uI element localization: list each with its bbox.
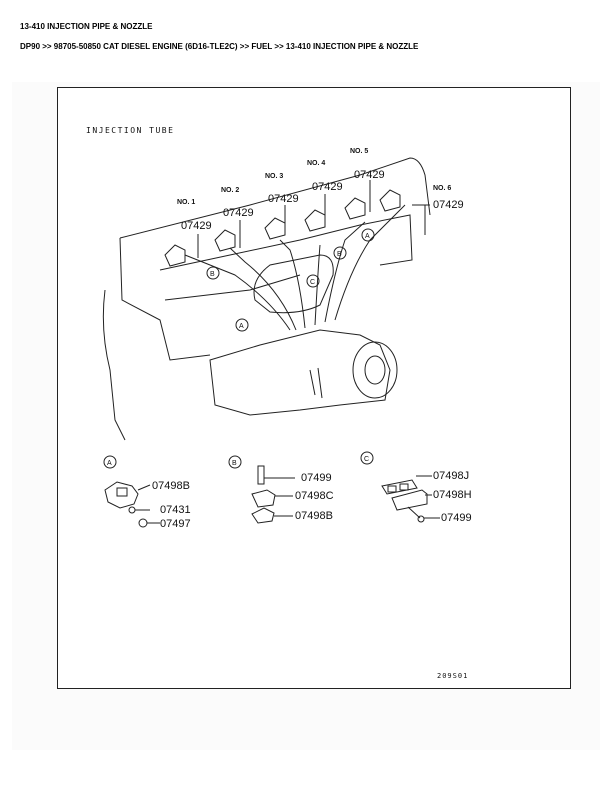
detail-marker-c	[360, 451, 374, 465]
detail-marker-c-label: C	[364, 456, 369, 463]
part-number-07429-5[interactable]: 07429	[354, 169, 385, 181]
callout-b-left-label: B	[210, 271, 215, 278]
detail-marker-a	[103, 455, 117, 469]
nozzle-3	[264, 217, 286, 240]
callout-a-main-label: A	[239, 323, 244, 330]
cylinder-label-5: NO. 5	[350, 148, 368, 155]
nozzle-5	[344, 197, 366, 220]
callout-b-right-label: B	[337, 251, 342, 258]
page-title: 13-410 INJECTION PIPE & NOZZLE	[20, 22, 153, 31]
nozzle-6	[379, 189, 401, 212]
nozzle-1	[164, 244, 186, 267]
part-number-07429-4[interactable]: 07429	[312, 181, 343, 193]
part-number-07431[interactable]: 07431	[160, 504, 191, 516]
callout-a-right-label: A	[365, 233, 370, 240]
part-number-07499-c[interactable]: 07499	[441, 512, 472, 524]
part-number-07429-3[interactable]: 07429	[268, 193, 299, 205]
detail-a-clamp-drawing	[104, 481, 160, 528]
cylinder-label-2: NO. 2	[221, 187, 239, 194]
callout-b-left	[206, 266, 220, 280]
cylinder-label-4: NO. 4	[307, 160, 325, 167]
detail-marker-b-label: B	[232, 460, 237, 467]
detail-c-clamp-drawing	[381, 475, 440, 523]
part-number-07429-1[interactable]: 07429	[181, 220, 212, 232]
part-number-07429-6[interactable]: 07429	[433, 199, 464, 211]
cylinder-label-6: NO. 6	[433, 185, 451, 192]
part-number-07498H[interactable]: 07498H	[433, 489, 472, 501]
nozzle-4	[304, 209, 326, 232]
drawing-number: 209S01	[437, 672, 468, 680]
injection-pump-outline	[209, 329, 391, 416]
part-number-07498C[interactable]: 07498C	[295, 490, 334, 502]
cylinder-label-1: NO. 1	[177, 199, 195, 206]
part-number-07429-2[interactable]: 07429	[223, 207, 254, 219]
detail-b-clamp-drawing	[251, 465, 295, 524]
detail-marker-a-label: A	[107, 460, 112, 467]
callout-c-main	[306, 274, 320, 288]
diagram-heading: INJECTION TUBE	[86, 126, 174, 135]
part-number-07497[interactable]: 07497	[160, 518, 191, 530]
part-number-07498B-a[interactable]: 07498B	[152, 480, 190, 492]
part-number-07498B-b[interactable]: 07498B	[295, 510, 333, 522]
cylinder-label-3: NO. 3	[265, 173, 283, 180]
part-number-07498J[interactable]: 07498J	[433, 470, 469, 482]
engine-head-outline	[119, 157, 431, 239]
callout-a-main	[235, 318, 249, 332]
part-number-07499-b[interactable]: 07499	[301, 472, 332, 484]
breadcrumb: DP90 >> 98705-50850 CAT DIESEL ENGINE (6…	[20, 42, 419, 51]
callout-b-right	[333, 246, 347, 260]
callout-a-right	[361, 228, 375, 242]
detail-marker-b	[228, 455, 242, 469]
callout-c-main-label: C	[310, 279, 315, 286]
nozzle-2	[214, 229, 236, 252]
